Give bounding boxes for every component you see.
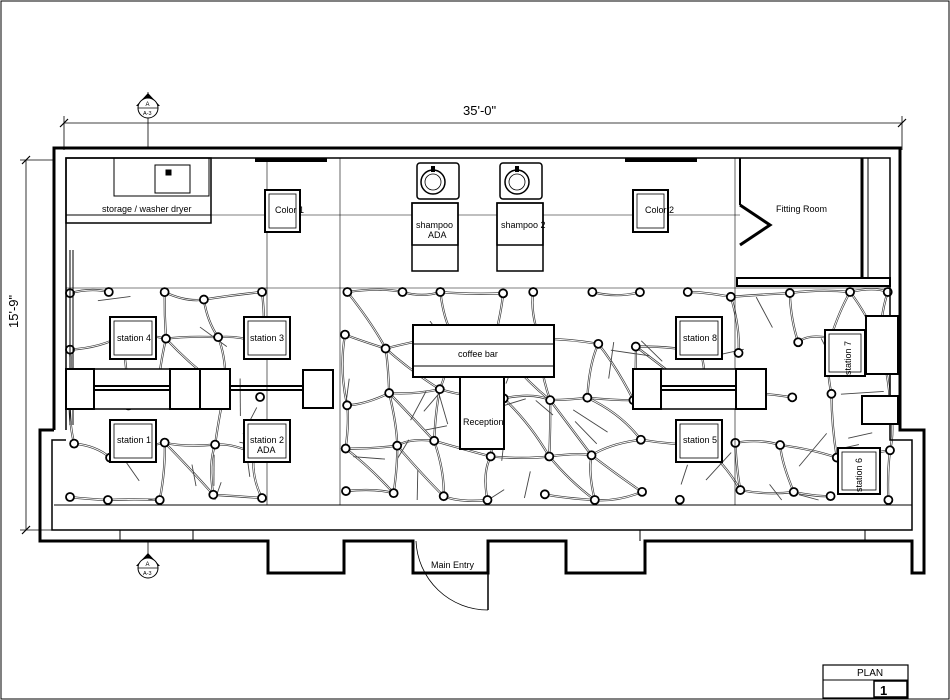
- color1-label: Color 1: [275, 205, 304, 215]
- section-marker-bottom-sheet: A-3: [143, 571, 152, 577]
- section-marker-bottom: [136, 541, 160, 579]
- station-3-label: station 3: [250, 333, 284, 343]
- section-marker-top: [136, 92, 160, 148]
- station-2: [243, 419, 291, 463]
- width-dimension-text: 35'-0": [463, 103, 497, 118]
- station-4: [109, 316, 157, 360]
- station-1: [109, 419, 157, 463]
- station-1-label: station 1: [117, 435, 151, 445]
- reception-label: Reception: [463, 417, 504, 427]
- station-6-label: station 6: [854, 458, 864, 492]
- section-marker-top-letter: A: [146, 102, 150, 108]
- storage-label: storage / washer dryer: [102, 204, 192, 214]
- section-marker-top-sheet: A-3: [143, 111, 152, 117]
- station-8-label: station 8: [683, 333, 717, 343]
- color1-chair: [264, 189, 301, 233]
- outer-wall: [38, 146, 926, 575]
- station-8: [675, 316, 723, 360]
- station-7: [824, 329, 866, 377]
- storage-washer-area: [65, 157, 212, 224]
- station-7-label: station 7: [843, 341, 853, 375]
- inner-wall: [51, 157, 913, 531]
- shampoo-2: [496, 162, 544, 272]
- title-block-label: PLAN: [857, 668, 883, 679]
- coffee-bar: [412, 324, 555, 378]
- shampoo-ada: [411, 162, 460, 272]
- section-marker-bottom-letter: A: [146, 562, 150, 568]
- station-3: [243, 316, 291, 360]
- station-6: [837, 447, 881, 495]
- shampoo-ada-label-2: ADA: [428, 230, 447, 240]
- fitting-room-label: Fitting Room: [776, 204, 827, 214]
- station-5-label: station 5: [683, 435, 717, 445]
- title-block-number: 1: [880, 683, 887, 698]
- height-dimension: [20, 155, 54, 535]
- height-dimension-text: 15'-9": [6, 294, 21, 328]
- shampoo-ada-label-1: shampoo: [416, 220, 453, 230]
- main-entry-label: Main Entry: [431, 560, 475, 570]
- coffee-bar-label: coffee bar: [458, 349, 498, 359]
- station-5: [675, 419, 723, 463]
- title-block: [822, 664, 909, 699]
- fitting-room: [736, 158, 891, 287]
- station-2-label-2: ADA: [257, 445, 276, 455]
- stations: [65, 315, 899, 495]
- reception-desk: [459, 376, 505, 450]
- color2-chair: [632, 189, 669, 233]
- station-4-label: station 4: [117, 333, 151, 343]
- shampoo-2-label: shampoo 2: [501, 220, 546, 230]
- station-2-label-1: station 2: [250, 435, 284, 445]
- width-dimension: [59, 116, 907, 150]
- color2-label: Color 2: [645, 205, 674, 215]
